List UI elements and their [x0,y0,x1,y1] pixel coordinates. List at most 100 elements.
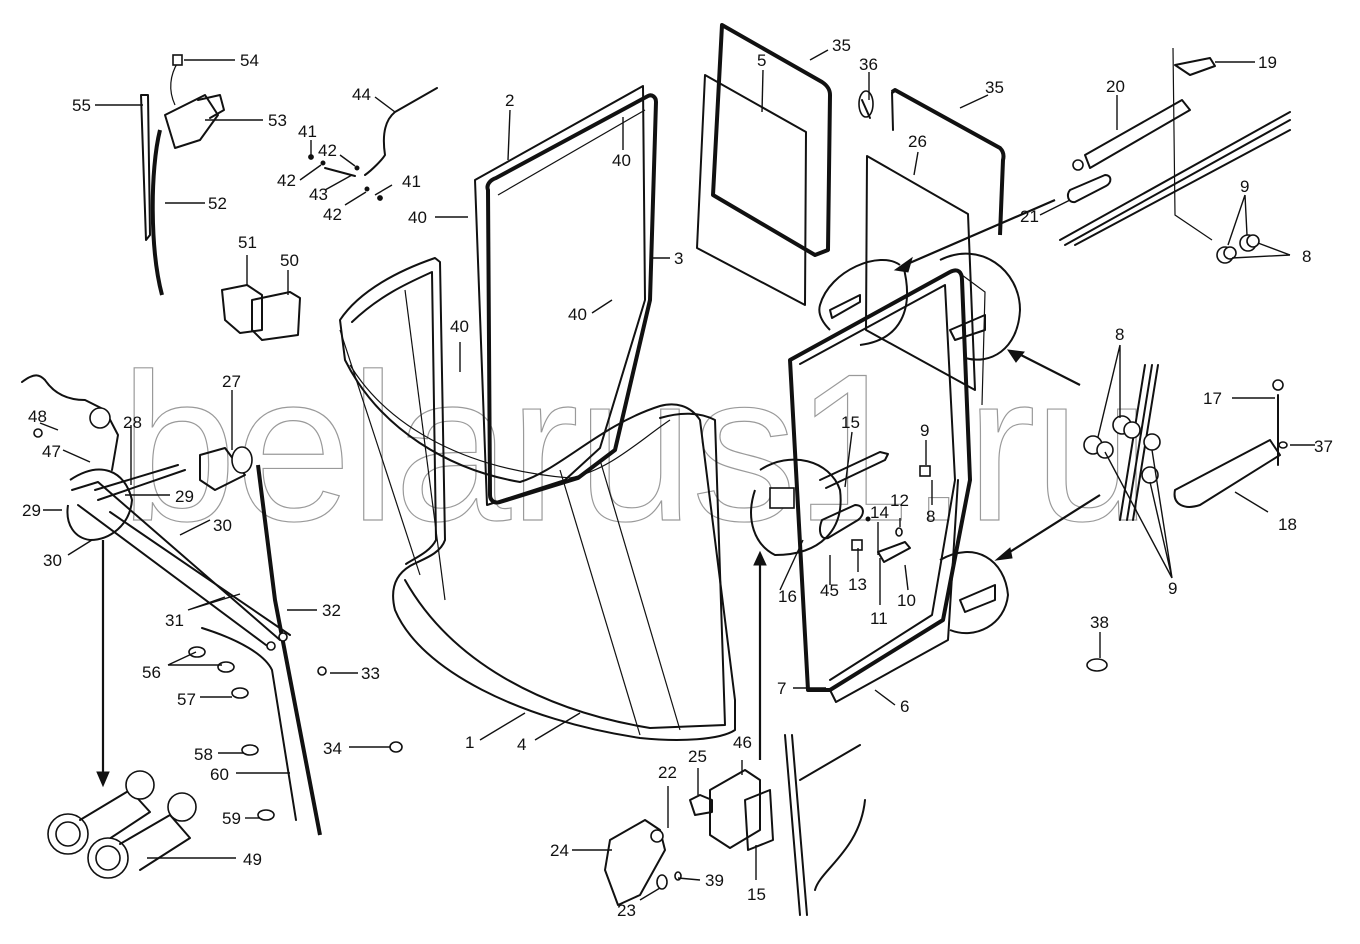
callout-13: 13 [848,575,867,594]
callout-40: 40 [568,305,587,324]
callout-59: 59 [222,809,241,828]
callout-11: 11 [870,609,888,628]
callout-50: 50 [280,251,299,270]
callout-56: 56 [142,663,161,682]
arrowhead [753,550,767,566]
callout-22: 22 [658,763,677,782]
detail-arrow [904,198,1056,267]
arrowhead [994,547,1013,561]
callout-9: 9 [920,421,929,440]
callout-35: 35 [985,78,1004,97]
callout-29: 29 [175,487,194,506]
callout-47: 47 [42,442,61,461]
callout-5: 5 [757,51,766,70]
callout-30: 30 [213,516,232,535]
callout-42: 42 [277,171,296,190]
seal-35-top [890,88,1006,236]
callout-26: 26 [908,132,927,151]
callout-20: 20 [1106,77,1125,96]
callout-24: 24 [550,841,569,860]
callout-6: 6 [900,697,909,716]
callout-18: 18 [1278,515,1297,534]
callout-3: 3 [674,249,683,268]
callout-4: 4 [517,735,526,754]
roof-rail [1059,111,1291,246]
callout-44: 44 [352,85,371,104]
callout-10: 10 [897,591,916,610]
callout-21: 21 [1020,207,1039,226]
side-window [474,85,658,506]
callout-40: 40 [408,208,427,227]
callout-41: 41 [298,122,317,141]
callout-52: 52 [208,194,227,213]
callout-54: 54 [240,51,259,70]
callout-28: 28 [123,413,142,432]
callout-36: 36 [859,55,878,74]
plug-38 [1086,658,1108,672]
callout-60: 60 [210,765,229,784]
callout-15: 15 [841,413,860,432]
callout-39: 39 [705,871,724,890]
callout-9: 9 [1168,579,1177,598]
detail-arrow [1014,351,1081,386]
gas-spring [1066,47,1216,241]
arrowhead [96,771,110,788]
callout-30: 30 [43,551,62,570]
callout-19: 19 [1258,53,1277,72]
callout-16: 16 [778,587,797,606]
callout-34: 34 [323,739,342,758]
callout-2: 2 [505,91,514,110]
callout-25: 25 [688,747,707,766]
callout-8: 8 [1115,325,1124,344]
door-frame [788,268,986,703]
rear-glass [696,23,832,306]
rear-wiper [140,54,225,296]
callout-7: 7 [777,679,786,698]
bushings-top [1216,234,1260,264]
lock-36 [858,90,874,119]
detail-circles [66,252,1022,635]
callout-51: 51 [238,233,257,252]
callout-46: 46 [733,733,752,752]
callout-49: 49 [243,850,262,869]
callout-1: 1 [465,733,474,752]
callout-8: 8 [926,507,935,526]
callout-41: 41 [402,172,421,191]
front-wiper [21,374,322,836]
callout-labels: 54 55 53 52 44 41 42 42 43 42 41 51 50 2… [22,36,1333,920]
callout-12: 12 [890,491,909,510]
callout-23: 23 [617,901,636,920]
callout-53: 53 [268,111,287,130]
callout-17: 17 [1203,389,1222,408]
hinge [1083,364,1288,521]
detail-arrow [1004,494,1101,556]
callout-55: 55 [72,96,91,115]
callout-8: 8 [1302,247,1311,266]
wiper-pivot-assembly [47,770,197,879]
callout-40: 40 [612,151,631,170]
callout-31: 31 [165,611,184,630]
callout-15: 15 [747,885,766,904]
arrowhead [1006,349,1025,363]
lock-assembly [604,734,866,916]
callout-27: 27 [222,372,241,391]
callout-33: 33 [361,664,380,683]
callout-48: 48 [28,407,47,426]
callout-29: 29 [22,501,41,520]
door-hardware [769,294,996,613]
windshield [339,257,736,741]
washer-tube [308,87,438,201]
callout-43: 43 [309,185,328,204]
callout-14: 14 [870,503,889,522]
callout-40: 40 [450,317,469,336]
leader-lines [39,49,1315,901]
callout-45: 45 [820,581,839,600]
door-glass [865,155,976,391]
callout-32: 32 [322,601,341,620]
callout-58: 58 [194,745,213,764]
callout-57: 57 [177,690,196,709]
callout-35: 35 [832,36,851,55]
callout-9: 9 [1240,177,1249,196]
callout-42: 42 [323,205,342,224]
